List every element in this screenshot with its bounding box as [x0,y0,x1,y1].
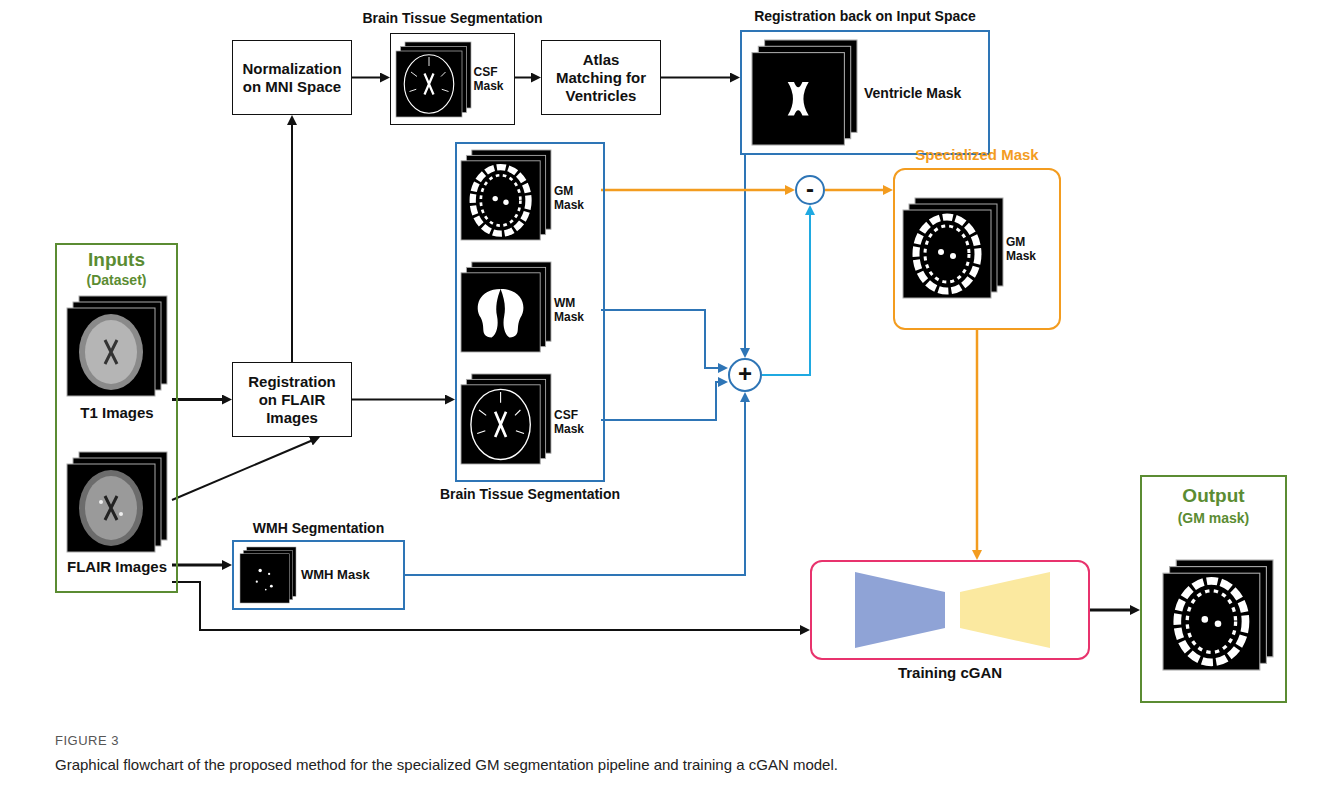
node-sublabel: (Dataset) [57,272,176,289]
process-box: Brain Tissue SegmentationCSF Mask [390,33,515,125]
node-label: CSF Mask [474,64,510,93]
node-label: Atlas Matching for Ventricles [542,51,660,105]
node-label: + [730,362,760,386]
flow-arrow [352,399,450,401]
decoder-shape [960,572,1050,648]
group-box: Inputs(Dataset) T1 ImagesFLAIR Images [55,243,178,593]
encoder-shape [855,572,945,648]
figure-caption: Graphical flowchart of the proposed meth… [55,755,1275,775]
process-box: Normalization on MNI Space [232,40,352,115]
figure-number: FIGURE 3 [55,733,119,750]
node-label: Training cGAN [898,664,1002,682]
group-box: WMH SegmentationWMH Mask [232,540,405,610]
flow-arrow [172,564,227,567]
flow-arrow [601,310,723,368]
mask-stack [1163,560,1273,670]
node-label: CSF Mask [554,408,598,437]
process-box: Atlas Matching for Ventricles [541,40,661,115]
flow-arrow [762,210,810,375]
node-label: WM Mask [554,296,598,325]
node-label: Normalization on MNI Space [233,60,351,96]
flow-arrow [601,382,723,420]
mask-stack: WM Mask [459,260,601,360]
node-sublabel: (GM mask) [1142,510,1285,527]
flow-arrow [825,189,888,192]
node-label: FLAIR Images [62,558,172,576]
node-label: Output [1142,485,1285,508]
flow-arrow [601,189,790,192]
operator-circle: + [728,358,762,392]
flow-arrow [352,77,385,79]
node-label: T1 Images [62,404,172,422]
mask-stack [461,150,551,240]
node-label: Brain Tissue Segmentation [362,10,542,27]
flow-arrow [744,155,746,353]
mask-stack: GM Mask [899,176,1055,322]
flow-arrow [515,77,536,79]
flow-arrow [172,439,315,500]
group-box: Output (GM mask) [1140,475,1287,703]
group-box: Registration back on Input SpaceVentricl… [740,30,990,155]
node-label: Specialized Mask [915,146,1038,164]
model-box: Training cGAN [810,560,1090,660]
mask-stack: CSF Mask [394,37,511,121]
node-label: GM Mask [1006,235,1052,264]
node-label: WMH Segmentation [253,520,384,537]
image-stack: T1 Images [62,294,172,434]
mask-stack [461,262,551,352]
operator-circle: - [795,175,825,205]
node-label: Registration back on Input Space [754,8,976,25]
mask-stack: CSF Mask [459,372,601,472]
mri-stack [67,452,167,552]
flow-arrow [291,120,293,362]
group-box: Specialized MaskGM Mask [893,168,1061,330]
flow-arrow [1090,609,1135,612]
mask-stack [903,198,1003,298]
flow-arrow [661,77,735,79]
mask-stack: Ventricle Mask [746,36,984,149]
flow-arrow [172,582,805,630]
mask-stack: WMH Mask [237,544,400,606]
node-label: Inputs [57,249,176,272]
node-label: Ventricle Mask [864,84,976,101]
node-label: Registration on FLAIR Images [233,373,351,427]
process-box: Registration on FLAIR Images [232,362,352,437]
mask-stack [461,374,551,464]
mri-stack [67,296,167,396]
mask-stack [752,40,857,145]
mask-stack [240,547,296,603]
node-label: - [797,177,823,201]
flow-arrow [172,398,227,401]
image-stack: FLAIR Images [62,450,172,586]
group-box: Brain Tissue SegmentationGM MaskWM MaskC… [455,142,605,482]
mask-stack: GM Mask [459,148,601,248]
flow-arrow [976,330,979,555]
node-label: Brain Tissue Segmentation [440,486,620,503]
mask-stack [396,42,471,117]
node-label: GM Mask [554,184,598,213]
node-label: WMH Mask [301,567,396,583]
